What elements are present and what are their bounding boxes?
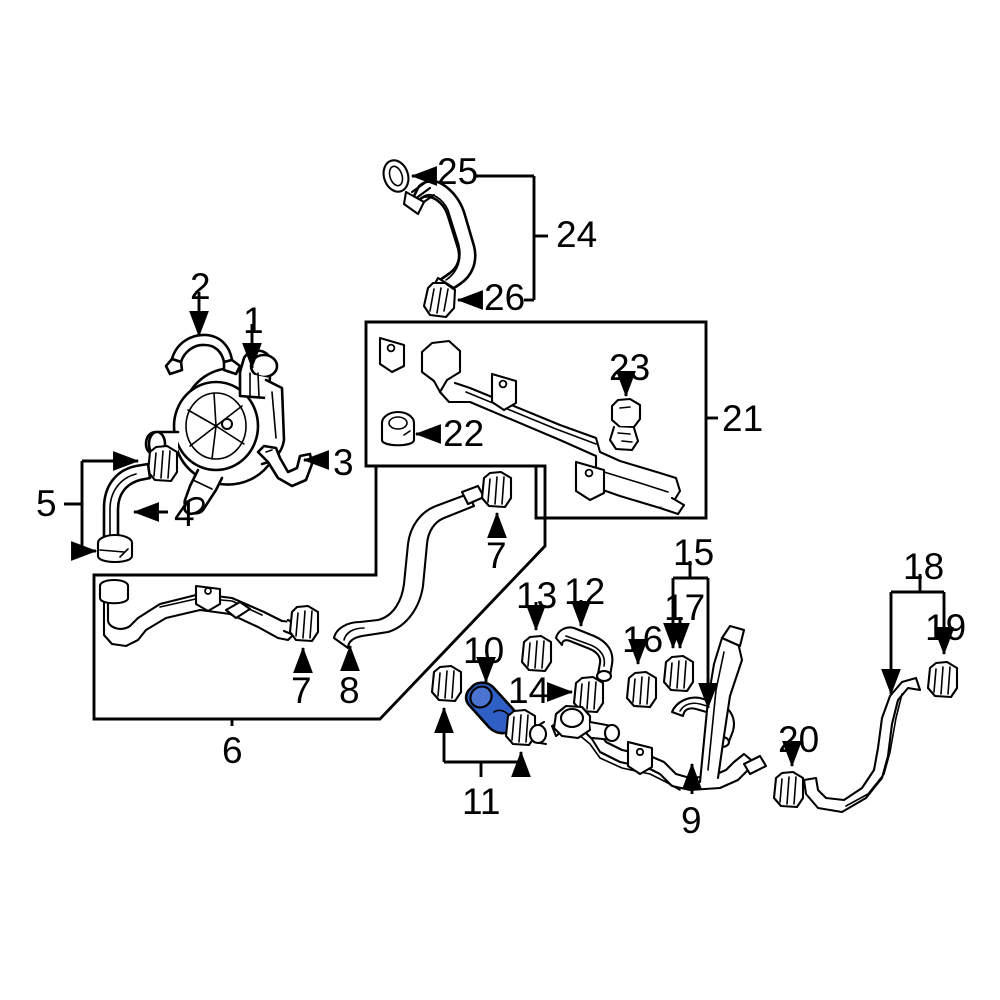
callout-label-4: 4: [174, 493, 195, 534]
pump-bracket-upper: [164, 333, 242, 376]
callout-label-24: 24: [556, 214, 598, 255]
hose-clamp-13: [520, 634, 553, 673]
hose-clamp-5b: [96, 533, 134, 564]
auxiliary-water-pump: [144, 349, 286, 516]
hose-clamp-7b: [480, 470, 513, 509]
callout-label-12: 12: [564, 571, 606, 612]
pipe-seal-22: [380, 410, 416, 447]
hose-clamp-11b: [504, 708, 537, 747]
heater-pipe-assembly-9: [528, 624, 768, 792]
callout-label-9: 9: [681, 800, 702, 841]
callout-label-26: 26: [484, 277, 526, 318]
callout-label-10: 10: [463, 630, 505, 671]
callout-label-21: 21: [722, 398, 764, 439]
callout-label-6: 6: [222, 730, 243, 771]
callout-label-7b: 7: [486, 535, 507, 576]
hose-clamp-7a: [288, 604, 320, 643]
coolant-pipe-21: [378, 336, 686, 516]
callout-label-16: 16: [622, 619, 664, 660]
callout-label-17: 17: [664, 587, 706, 628]
o-ring-seal-25: [382, 159, 410, 193]
callout-label-22: 22: [443, 413, 485, 454]
pipe-retainer-clip-23: [608, 397, 642, 452]
callout-label-5: 5: [36, 483, 57, 524]
callout-label-13: 13: [516, 575, 558, 616]
radiator-hose-8: [332, 484, 486, 650]
hose-clamp-11a: [430, 664, 463, 703]
callout-label-14: 14: [508, 670, 550, 711]
upper-hose-group-24: [382, 159, 477, 319]
coolant-pipe-box-21: [364, 320, 708, 520]
callout-label-15: 15: [673, 532, 715, 573]
hose-clamp-26: [422, 281, 457, 319]
small-curved-hose-12: [554, 626, 614, 683]
callout-label-23: 23: [609, 347, 651, 388]
hose-clamp-17: [662, 654, 695, 693]
callout-label-11: 11: [462, 781, 501, 822]
leader-lines: [64, 166, 954, 794]
callout-label-20: 20: [778, 719, 820, 760]
hose-clamp-14: [572, 675, 605, 714]
callout-label-2: 2: [190, 266, 211, 307]
hose-clamp-19: [926, 660, 959, 699]
callout-label-3: 3: [333, 442, 354, 483]
hose-clamp-16: [625, 670, 658, 709]
callout-label-19: 19: [925, 607, 967, 648]
callout-label-25: 25: [437, 151, 479, 192]
callout-label-8: 8: [339, 670, 360, 711]
callout-label-18: 18: [903, 546, 945, 587]
callout-label-7a: 7: [291, 670, 312, 711]
hose-clamp-20: [772, 770, 805, 809]
coolant-pipe-assembly-box: [92, 464, 547, 721]
connector-hose-10-highlighted: [464, 681, 519, 735]
callout-label-1: 1: [243, 300, 264, 341]
